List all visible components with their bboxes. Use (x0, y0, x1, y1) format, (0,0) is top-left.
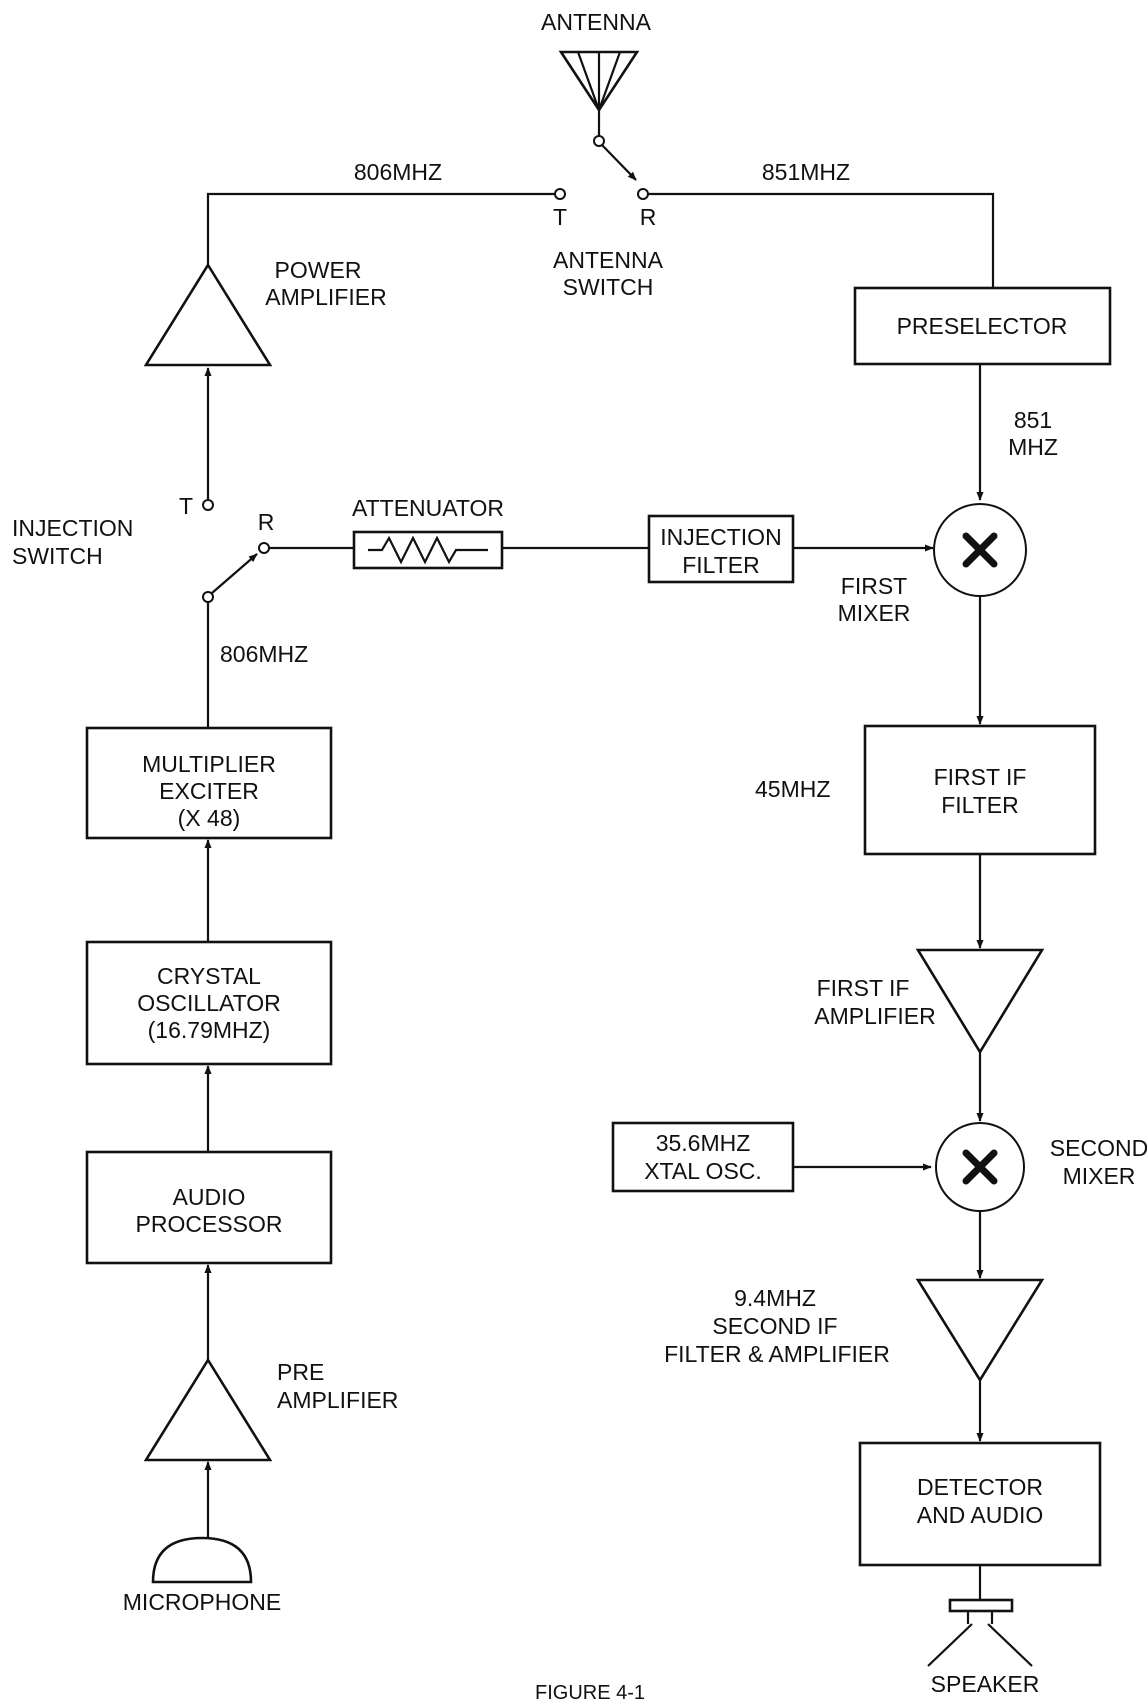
first-if-amplifier-label-line2: AMPLIFIER (814, 1003, 935, 1029)
first-if-filter-label-line2: FILTER (941, 792, 1019, 818)
injection-switch-label-line1: INJECTION (12, 515, 133, 541)
detector-audio-block (858, 1441, 1102, 1567)
microphone-label: MICROPHONE (123, 1589, 281, 1615)
speaker-icon (927, 1565, 1033, 1667)
first-mixer-label-line2: MIXER (838, 600, 911, 626)
injection-switch-r-label: R (258, 509, 275, 535)
power-amplifier-symbol (143, 262, 273, 367)
resistor-icon (368, 535, 488, 565)
first-if-filter-block (863, 724, 1097, 856)
antenna-switch-r-label: R (640, 204, 657, 230)
injection-filter-label-line1: INJECTION (660, 524, 781, 550)
preselector-label: PRESELECTOR (897, 313, 1068, 339)
speaker-label: SPEAKER (931, 1671, 1040, 1697)
first-if-amplifier-label-line1: FIRST IF (817, 975, 910, 1001)
antenna-switch-label-line2: SWITCH (563, 274, 654, 300)
tx-frequency-mid-label: 806MHZ (220, 641, 308, 667)
injection-switch-t-label: T (179, 493, 193, 519)
antenna-label: ANTENNA (541, 9, 652, 35)
antenna-switch-label-line1: ANTENNA (553, 247, 664, 273)
first-if-filter-label-line1: FIRST IF (934, 764, 1027, 790)
first-mixer-label-line1: FIRST (841, 573, 907, 599)
multiplier-exciter-label-line3: (X 48) (178, 805, 241, 831)
detector-audio-label-line2: AND AUDIO (917, 1502, 1044, 1528)
antenna-switch-t-terminal (554, 188, 566, 200)
injection-filter-label-line2: FILTER (682, 552, 760, 578)
wire-rx-top (648, 192, 995, 288)
crystal-oscillator-label-line3: (16.79MHZ) (148, 1017, 271, 1043)
rx-frequency-mid-label-line1: 851 (1014, 407, 1052, 433)
xtal-oscillator-label-line2: XTAL OSC. (644, 1158, 762, 1184)
crystal-oscillator-block (85, 940, 333, 1066)
antenna-icon (558, 50, 640, 136)
if-frequency-label: 45MHZ (755, 776, 830, 802)
multiplier-exciter-label-line1: MULTIPLIER (142, 751, 276, 777)
rx-frequency-mid-label-line2: MHZ (1008, 434, 1058, 460)
power-amplifier-label-line1: POWER (275, 257, 362, 283)
rx-frequency-top-label: 851MHZ (762, 159, 850, 185)
antenna-switch (554, 135, 649, 200)
crystal-oscillator-label-line2: OSCILLATOR (137, 990, 281, 1016)
antenna-switch-t-label: T (553, 204, 567, 230)
pre-amplifier-label-line2: AMPLIFIER (277, 1387, 398, 1413)
tx-frequency-top-label: 806MHZ (354, 159, 442, 185)
audio-processor-label-line1: AUDIO (173, 1184, 246, 1210)
preselector-block (853, 286, 1112, 366)
second-if-amplifier-symbol (915, 1278, 1045, 1383)
figure-caption: FIGURE 4-1 (535, 1682, 645, 1701)
multiply-icon (962, 1149, 998, 1185)
audio-processor-block (85, 1150, 333, 1265)
injection-switch-t-terminal (202, 499, 214, 511)
multiplier-exciter-block (85, 726, 333, 840)
multiply-icon (962, 532, 998, 568)
second-if-label-line2: SECOND IF (712, 1313, 837, 1339)
pre-amplifier-symbol (143, 1357, 273, 1462)
injection-switch-label-line2: SWITCH (12, 543, 103, 569)
injection-switch-r-terminal (258, 542, 270, 554)
microphone-icon (151, 1536, 253, 1584)
xtal-oscillator-block (611, 1121, 795, 1193)
first-mixer (933, 503, 1027, 597)
power-amplifier-label-line2: AMPLIFIER (265, 284, 386, 310)
injection-switch-arm (211, 553, 258, 594)
antenna-switch-r-terminal (637, 188, 649, 200)
second-mixer-label-line2: MIXER (1063, 1163, 1136, 1189)
injection-switch-pivot (202, 591, 214, 603)
detector-audio-label-line1: DETECTOR (917, 1474, 1043, 1500)
attenuator-label: ATTENUATOR (352, 495, 504, 521)
pre-amplifier-label-line1: PRE (277, 1359, 324, 1385)
injection-filter-block (647, 514, 795, 584)
second-mixer-label-line1: SECOND (1050, 1135, 1147, 1161)
wire-tx-top (206, 192, 555, 265)
second-if-label-line3: FILTER & AMPLIFIER (664, 1341, 890, 1367)
second-mixer (935, 1122, 1025, 1212)
crystal-oscillator-label-line1: CRYSTAL (157, 963, 261, 989)
multiplier-exciter-label-line2: EXCITER (159, 778, 259, 804)
audio-processor-label-line2: PROCESSOR (136, 1211, 283, 1237)
first-if-amplifier-symbol (915, 948, 1045, 1055)
xtal-oscillator-label-line1: 35.6MHZ (656, 1130, 751, 1156)
second-if-label-line1: 9.4MHZ (734, 1285, 816, 1311)
